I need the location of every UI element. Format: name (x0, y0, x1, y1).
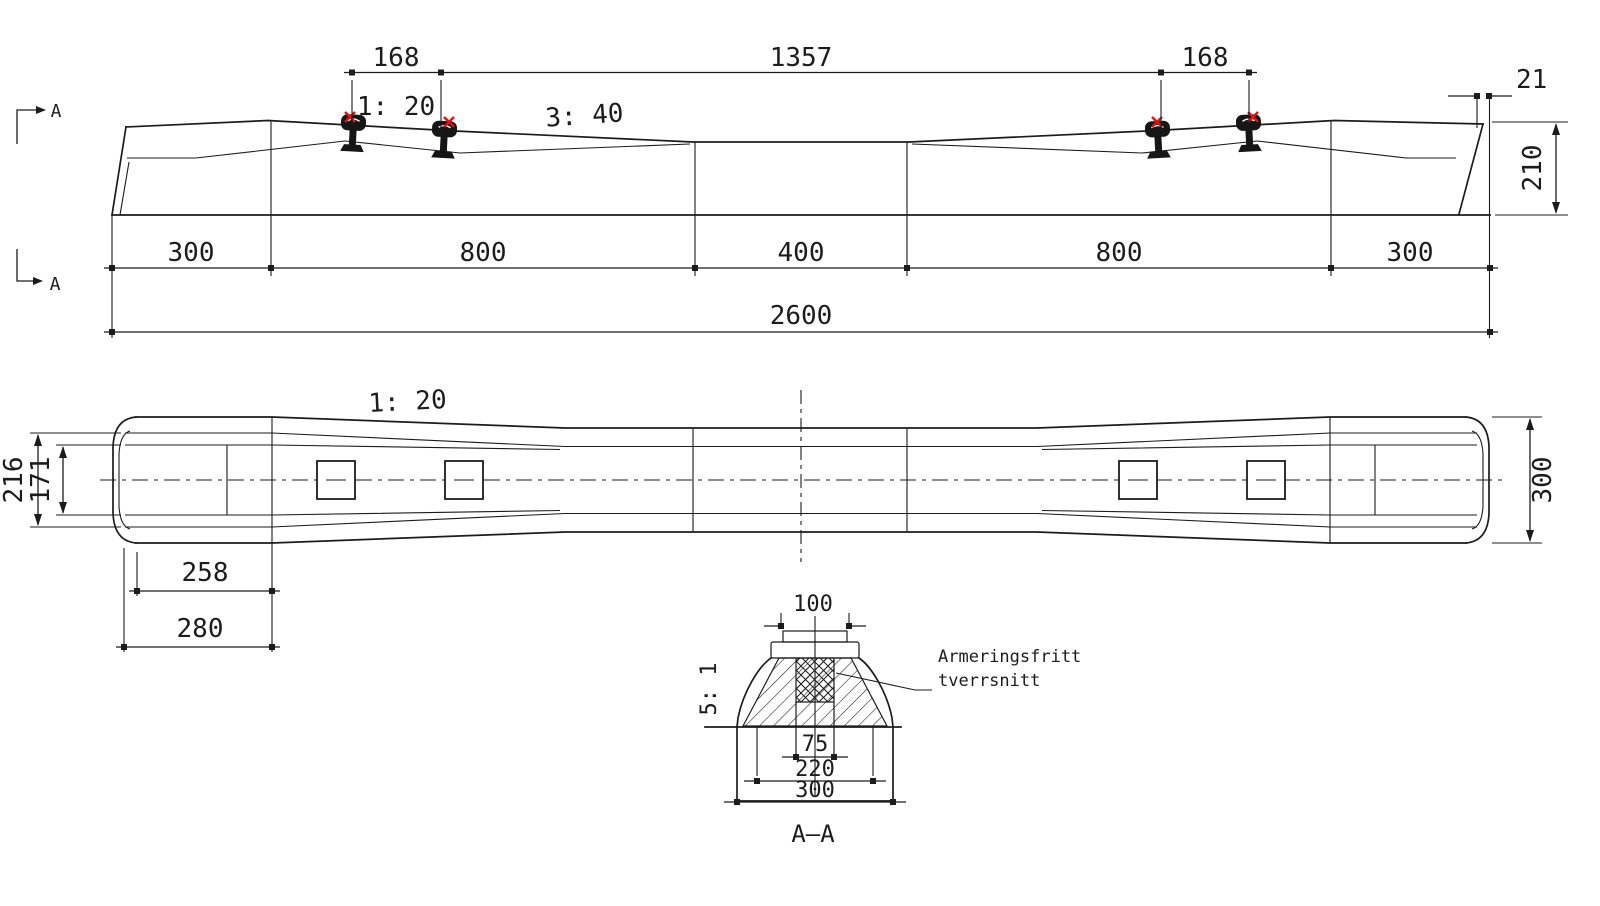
section-slope-label: 5: 1 (697, 663, 722, 716)
dim-chamfer-value: 21 (1516, 65, 1547, 95)
dim-seg-300-right: 300 (1387, 238, 1434, 268)
dim-width-outer: 216 (0, 457, 29, 504)
plan-left-end-face (112, 416, 137, 544)
section-view: 100 5: 1 75 220 300 A–A Armeringsfritt t… (697, 592, 1081, 848)
plan-left-end-inner-line (118, 430, 131, 530)
dim-core-value: 75 (802, 732, 829, 757)
rail-profile-icon (339, 113, 1263, 159)
plan-right-end-face (1465, 416, 1490, 544)
section-cut-mark-top: A (16, 101, 62, 144)
dim-segment-row: 300 800 400 800 300 (104, 238, 1498, 271)
rail-fastening-marker-icon (344, 111, 1259, 128)
note-line1: Armeringsfritt (938, 647, 1081, 667)
dim-section-widths: 75 220 300 (724, 732, 906, 805)
plan-right-end-inner-line (1471, 430, 1484, 530)
dim-block: 258 (182, 558, 229, 588)
plan-view: 1: 20 216 171 258 280 (0, 385, 1558, 652)
elevation-left-end-edge (111, 126, 127, 216)
dim-gauge-right: 168 (1182, 43, 1229, 73)
plan-slope-label: 1: 20 (368, 385, 448, 419)
section-outer-right (857, 656, 894, 728)
shoulder-line-right-outer (1256, 140, 1456, 159)
dim-mid-value: 220 (795, 757, 835, 782)
dim-width-end: 300 (1528, 457, 1558, 504)
dim-plan-end-blocks: 258 280 (116, 543, 280, 652)
dim-gauge-span: 1357 (770, 43, 833, 73)
dim-seg-800-left: 800 (460, 238, 507, 268)
note-leader-line (835, 672, 932, 691)
dim-height-value: 210 (1518, 145, 1548, 192)
shoulder-line-left-outer (127, 140, 346, 159)
elevation-right-end-edge (1457, 122, 1485, 216)
dim-seg-400: 400 (778, 238, 825, 268)
elevation-view: 168 1357 168 1: 20 3: 40 21 210 (16, 43, 1568, 338)
dim-rail-spacing: 168 1357 168 (344, 43, 1257, 132)
elevation-left-end-chamfer (119, 161, 130, 216)
shoulder-line-left-inner (459, 143, 691, 154)
dim-end-chamfer: 21 (1448, 65, 1547, 128)
dim-overall-value: 2600 (770, 301, 833, 331)
dim-seg-300-left: 300 (168, 238, 215, 268)
note-line2: tverrsnitt (938, 671, 1040, 691)
dim-plan-end-width: 300 (1492, 416, 1558, 544)
section-letter-bottom: A (50, 274, 61, 295)
shoulder-line-right-inner (911, 143, 1143, 154)
section-cut-mark-bottom: A (16, 249, 61, 295)
slope-label-seat: 1: 20 (357, 92, 435, 122)
dim-overall-length: 2600 (104, 301, 1498, 335)
dim-plan-left-widths: 216 171 (0, 432, 121, 528)
dim-width-inner: 171 (26, 457, 56, 504)
dowel-hole (316, 460, 1286, 500)
section-outer-left (736, 656, 773, 728)
dim-block-outer: 280 (177, 614, 224, 644)
section-column-lines (795, 658, 835, 755)
dim-gauge-left: 168 (373, 43, 420, 73)
section-letter-top: A (51, 101, 62, 122)
segment-division-lines (111, 121, 1332, 338)
dim-seg-800-right: 800 (1096, 238, 1143, 268)
elevation-top-edge (125, 119, 1484, 143)
dim-section-top: 100 (764, 592, 866, 629)
section-crosshatch-column (796, 658, 834, 702)
dim-height: 210 (1492, 121, 1568, 216)
dim-top-value: 100 (793, 592, 833, 617)
section-inner-extensions (756, 727, 874, 776)
plan-division-lines (226, 417, 1376, 543)
section-caption: A–A (791, 820, 835, 848)
dim-base-value: 300 (795, 778, 835, 803)
slope-label-top: 3: 40 (544, 98, 624, 133)
